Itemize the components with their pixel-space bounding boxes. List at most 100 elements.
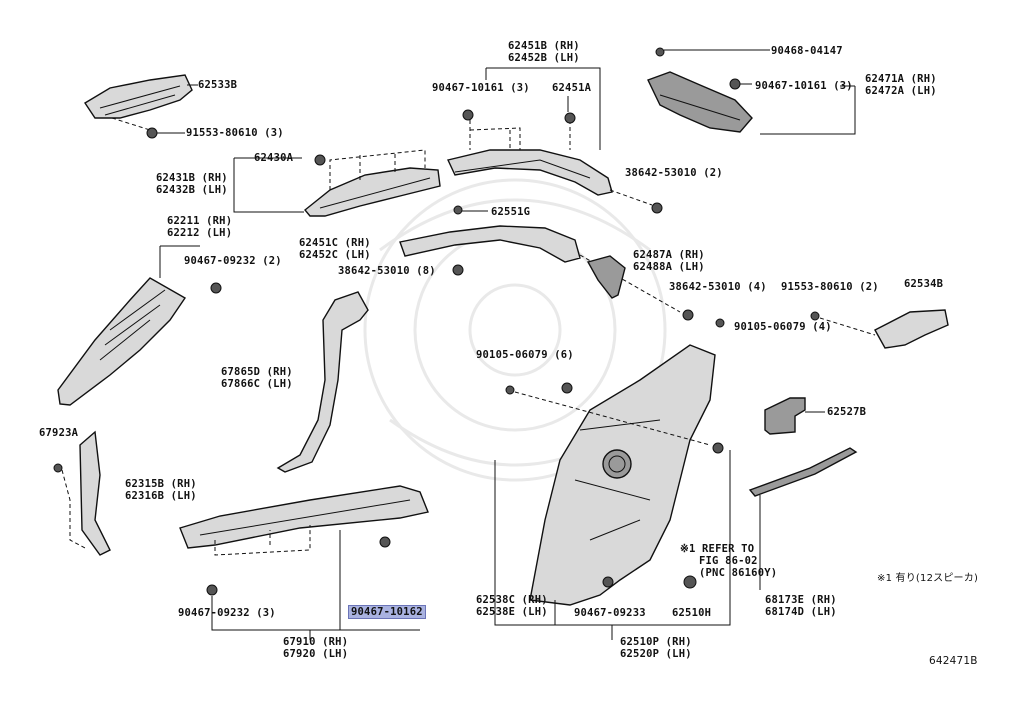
clip-62510H[interactable] — [683, 575, 697, 589]
label-refer-line2: FIG 86-02 — [699, 555, 758, 567]
label-refer: ※1 REFER TO FIG 86-02 (PNC 86160Y) — [680, 543, 777, 579]
part-62211[interactable] — [57, 277, 187, 406]
label-38642-53010-2[interactable]: 38642-53010 (2) — [625, 167, 723, 179]
label-62452B-lh: 62452B (LH) — [508, 52, 580, 64]
label-67910-rh: 67910 (RH) — [283, 636, 349, 648]
clip-90467-09233[interactable] — [602, 576, 614, 588]
label-90105-06079-4[interactable]: 90105-06079 (4) — [734, 321, 832, 333]
label-91553-80610-2[interactable]: 91553-80610 (2) — [781, 281, 879, 293]
label-67923A[interactable]: 67923A — [39, 427, 79, 439]
clip-62430A[interactable] — [314, 154, 326, 166]
clip-62451A[interactable] — [564, 112, 576, 124]
part-62315B[interactable] — [79, 430, 111, 556]
label-90467-09233[interactable]: 90467-09233 — [574, 607, 646, 619]
clip-90467-10162[interactable] — [379, 536, 391, 548]
label-62527B[interactable]: 62527B — [827, 406, 867, 418]
clip-62551G[interactable] — [453, 205, 463, 215]
label-67920-lh: 67920 (LH) — [283, 648, 349, 660]
label-refer-line3: (PNC 86160Y) — [699, 567, 778, 579]
label-62451C-rh: 62451C (RH) — [299, 237, 371, 249]
label-refer-line1: ※1 REFER TO — [680, 543, 755, 555]
clip-90105-06079-4[interactable] — [715, 318, 725, 328]
label-62432B-lh: 62432B (LH) — [156, 184, 228, 196]
clip-67923A[interactable] — [53, 463, 63, 473]
label-68173E-rh: 68173E (RH) — [765, 594, 837, 606]
clip-38642-53010-8[interactable] — [452, 264, 464, 276]
clip-90105-06079-6[interactable] — [505, 385, 515, 395]
clip-90467-10161-a[interactable] — [462, 109, 474, 121]
label-68173E[interactable]: 68173E (RH) 68174D (LH) — [765, 594, 837, 618]
label-90467-10162[interactable]: 90467-10162 — [348, 605, 426, 619]
label-62451B-rh: 62451B (RH) — [508, 40, 580, 52]
label-91553-80610-3[interactable]: 91553-80610 (3) — [186, 127, 284, 139]
label-38642-53010-8[interactable]: 38642-53010 (8) — [338, 265, 436, 277]
diagram-code: 642471B — [929, 655, 978, 667]
footnote: ※1 有り(12スピーカ) — [877, 573, 979, 584]
clip-90467-09232-2[interactable] — [210, 282, 222, 294]
part-62431B[interactable] — [304, 167, 441, 217]
part-62510P[interactable] — [529, 344, 716, 606]
label-67865D-rh: 67865D (RH) — [221, 366, 293, 378]
label-67866C-lh: 67866C (LH) — [221, 378, 293, 390]
label-62315B[interactable]: 62315B (RH) 62316B (LH) — [125, 478, 197, 502]
label-62471A-rh: 62471A (RH) — [865, 73, 937, 85]
label-62510H[interactable]: 62510H — [672, 607, 712, 619]
label-38642-53010-4[interactable]: 38642-53010 (4) — [669, 281, 767, 293]
part-62471A[interactable] — [647, 71, 753, 133]
label-62533B[interactable]: 62533B — [198, 79, 238, 91]
label-62538C-rh: 62538C (RH) — [476, 594, 548, 606]
speaker-ref[interactable] — [712, 442, 724, 454]
part-67865D[interactable] — [276, 291, 369, 473]
label-62452C-lh: 62452C (LH) — [299, 249, 371, 261]
label-90467-09232-2[interactable]: 90467-09232 (2) — [184, 255, 282, 267]
label-62315B-rh: 62315B (RH) — [125, 478, 197, 490]
label-62538E-lh: 62538E (LH) — [476, 606, 548, 618]
label-62430A[interactable]: 62430A — [254, 152, 294, 164]
label-62488A-lh: 62488A (LH) — [633, 261, 705, 273]
label-62551G[interactable]: 62551G — [491, 206, 531, 218]
part-62487A[interactable] — [586, 255, 626, 299]
part-62533B[interactable] — [84, 74, 193, 119]
label-62316B-lh: 62316B (LH) — [125, 490, 197, 502]
part-68173E[interactable] — [748, 447, 858, 497]
label-67865D[interactable]: 67865D (RH) 67866C (LH) — [221, 366, 293, 390]
clip-91553-80610-2[interactable] — [810, 311, 820, 321]
label-62211[interactable]: 62211 (RH) 62212 (LH) — [167, 215, 232, 239]
label-62538C[interactable]: 62538C (RH) 62538E (LH) — [476, 594, 548, 618]
clip-90467-10161-b[interactable] — [729, 78, 741, 90]
label-62451A[interactable]: 62451A — [552, 82, 592, 94]
clip-38642-53010-4[interactable] — [682, 309, 694, 321]
label-90467-09232-3[interactable]: 90467-09232 (3) — [178, 607, 276, 619]
part-62527B[interactable] — [764, 397, 806, 435]
part-62534B[interactable] — [874, 309, 949, 349]
label-62211-rh: 62211 (RH) — [167, 215, 233, 227]
label-62451B[interactable]: 62451B (RH) 62452B (LH) — [508, 40, 580, 64]
clip-ring[interactable] — [561, 382, 573, 394]
label-62510P-rh: 62510P (RH) — [620, 636, 692, 648]
label-90105-06079-6[interactable]: 90105-06079 (6) — [476, 349, 574, 361]
clip-90467-09232-3[interactable] — [206, 584, 218, 596]
label-62451C[interactable]: 62451C (RH) 62452C (LH) — [299, 237, 371, 261]
label-62472A-lh: 62472A (LH) — [865, 85, 937, 97]
label-67910[interactable]: 67910 (RH) 67920 (LH) — [283, 636, 348, 660]
label-62534B[interactable]: 62534B — [904, 278, 944, 290]
label-90467-10161-a[interactable]: 90467-10161 (3) — [432, 82, 530, 94]
label-90467-10161-b[interactable]: 90467-10161 (3) — [755, 80, 853, 92]
label-62487A-rh: 62487A (RH) — [633, 249, 705, 261]
label-68174D-lh: 68174D (LH) — [765, 606, 837, 618]
label-62431B[interactable]: 62431B (RH) 62432B (LH) — [156, 172, 228, 196]
label-62471A[interactable]: 62471A (RH) 62472A (LH) — [865, 73, 937, 97]
clip-38642-53010-2[interactable] — [651, 202, 663, 214]
part-62451C[interactable] — [399, 225, 581, 263]
label-62487A[interactable]: 62487A (RH) 62488A (LH) — [633, 249, 705, 273]
label-90468-04147[interactable]: 90468-04147 — [771, 45, 843, 57]
clip-90468-04147[interactable] — [655, 47, 665, 57]
part-67910[interactable] — [179, 485, 429, 549]
label-62520P-lh: 62520P (LH) — [620, 648, 692, 660]
label-62431B-rh: 62431B (RH) — [156, 172, 228, 184]
label-62212-lh: 62212 (LH) — [167, 227, 233, 239]
part-62451B[interactable] — [447, 149, 613, 196]
label-62510P[interactable]: 62510P (RH) 62520P (LH) — [620, 636, 692, 660]
